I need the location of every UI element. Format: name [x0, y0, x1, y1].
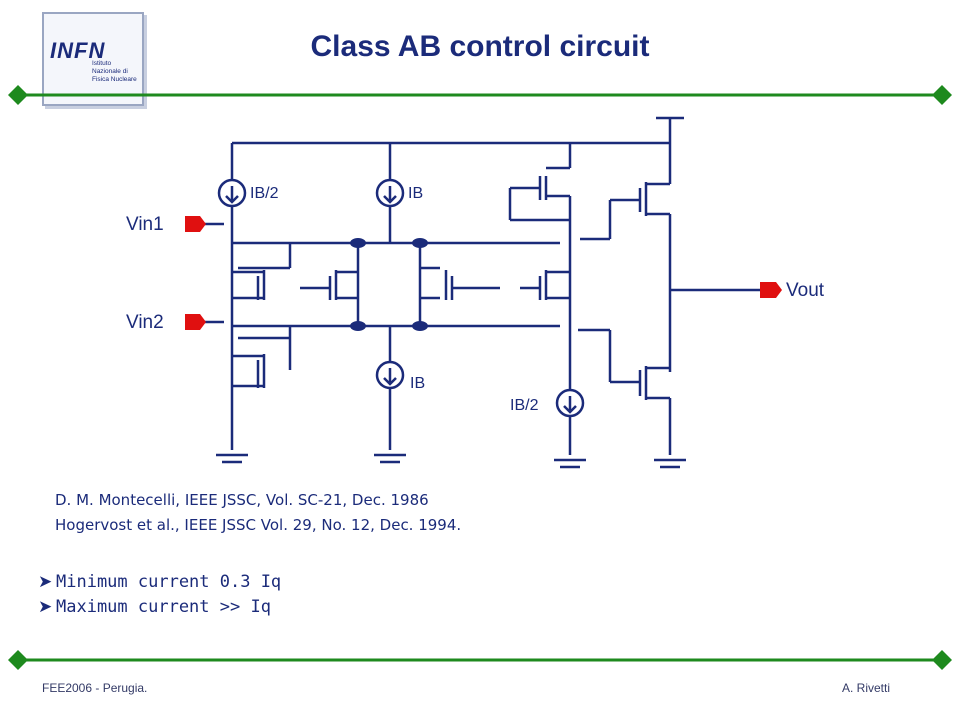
arrow-bullet-icon: ➤ — [38, 597, 53, 617]
port-markers — [185, 216, 782, 330]
bottom-rule — [8, 650, 952, 670]
label-ib-top: IB — [408, 185, 423, 202]
port-vout — [760, 282, 782, 298]
junction-dots — [350, 238, 428, 331]
bullet-text: Minimum current 0.3 Iq — [56, 572, 282, 592]
logo-subtitle: Istituto Nazionale di Fisica Nucleare — [92, 60, 137, 83]
label-ib2-top: IB/2 — [250, 185, 279, 202]
infn-logo: INFN Istituto Nazionale di Fisica Nuclea… — [42, 12, 144, 106]
arrow-bullet-icon: ➤ — [38, 572, 53, 592]
reference-line: D. M. Montecelli, IEEE JSSC, Vol. SC-21,… — [55, 491, 429, 509]
label-ib-bottom: IB — [410, 375, 425, 392]
footer-author: A. Rivetti — [841, 681, 890, 695]
port-vin2 — [185, 314, 206, 330]
bullet-item: ➤Minimum current 0.3 Iq — [38, 572, 281, 592]
footer-event: FEE2006 - Perugia. — [42, 681, 148, 695]
label-ib2-bottom: IB/2 — [510, 397, 539, 414]
bullet-item: ➤Maximum current >> Iq — [38, 597, 271, 617]
reference-line: Hogervost et al., IEEE JSSC Vol. 29, No.… — [55, 516, 462, 534]
port-vin1 — [185, 216, 206, 232]
label-vin1: Vin1 — [126, 214, 164, 235]
logo-text: INFN — [50, 38, 106, 63]
label-vout: Vout — [786, 280, 825, 301]
bullet-text: Maximum current >> Iq — [56, 597, 271, 617]
slide-title: Class AB control circuit — [310, 30, 650, 63]
top-rule — [8, 85, 952, 105]
label-vin2: Vin2 — [126, 312, 164, 333]
